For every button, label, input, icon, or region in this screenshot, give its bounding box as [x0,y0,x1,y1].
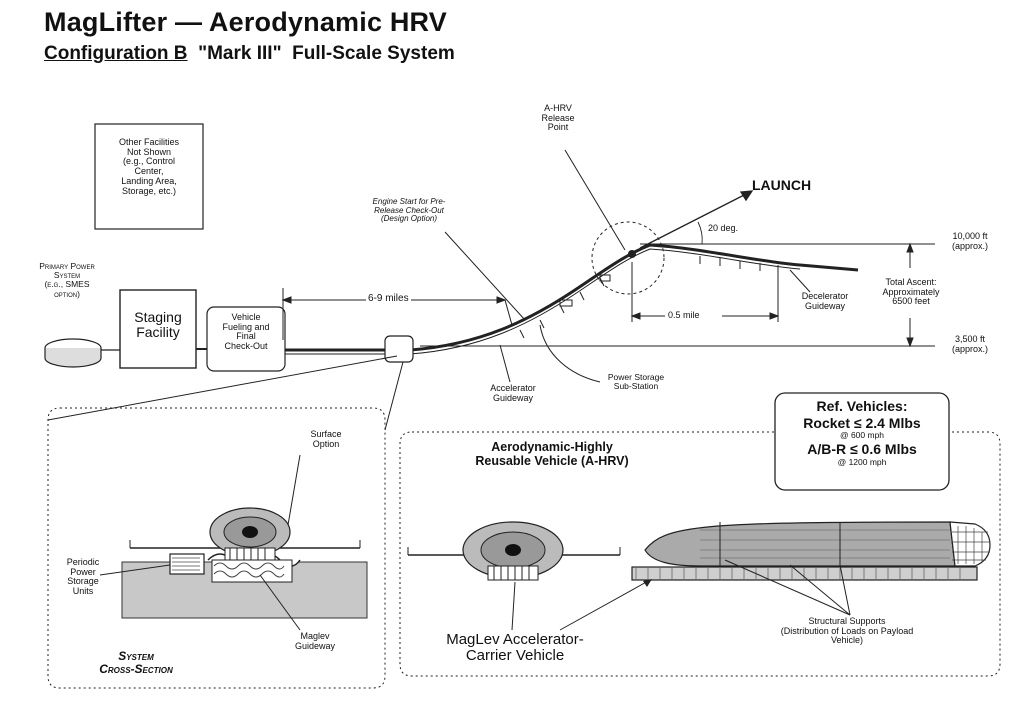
staging-facility-box [119,289,197,369]
release-point-circle [591,221,665,295]
ahrv-cross-section [407,521,621,581]
subtitle-model: "Mark III" [198,43,282,64]
ref-rocket-speed: @ 600 mph [839,430,885,441]
subtitle-config: Configuration B [44,43,188,64]
ref-abr-speed: @ 1200 mph [837,456,887,467]
release-pointer [564,149,626,251]
ref-vehicles-text: Ref. Vehicles: Rocket ≤ 2.4 Mlbs @ 600 m… [777,398,947,467]
cross-section-panel [47,407,386,689]
cross-section-ground [121,553,368,619]
half-mile-label: 0.5 mile [668,310,700,320]
ref-abr: A/B-R ≤ 0.6 Mlbs [807,441,917,458]
half-mile-dimension [630,262,780,322]
cross-section-vehicle [129,507,361,561]
launch-label: LAUNCH [752,177,812,193]
subtitle-rest: Full-Scale System [292,43,455,64]
launch-arrow [639,190,910,249]
distance-label: 6-9 miles [366,293,411,305]
other-facilities-box [94,123,204,230]
altitude-high-label: 10,000 ft(approx.) [951,231,988,251]
page-subtitle: Configuration B "Mark III" Full-Scale Sy… [44,43,455,65]
distance-dimension [281,288,513,340]
structural-supports-label: Structural Supports(Distribution of Load… [780,616,914,646]
ref-heading: Ref. Vehicles: [816,398,908,414]
ref-rocket: Rocket ≤ 2.4 Mlbs [803,415,921,432]
guideway-track [285,243,859,355]
altitude-markers [420,242,935,348]
page-title: MagLifter — Aerodynamic HRV [44,7,447,37]
power-system-icon [44,338,120,368]
fueling-box [206,306,286,372]
engine-start-pointer [444,231,526,321]
carrier-side-view [631,521,991,581]
junction-box [384,335,414,363]
engine-start-label: Engine Start for Pre-Release Check-Out(D… [372,197,446,224]
altitude-low-label: 3,500 ft(approx.) [951,334,988,354]
angle-label: 20 deg. [708,223,739,233]
ref-vehicles-box [774,392,950,491]
carrier-vehicle-label: MagLev Accelerator-Carrier Vehicle [446,631,584,665]
